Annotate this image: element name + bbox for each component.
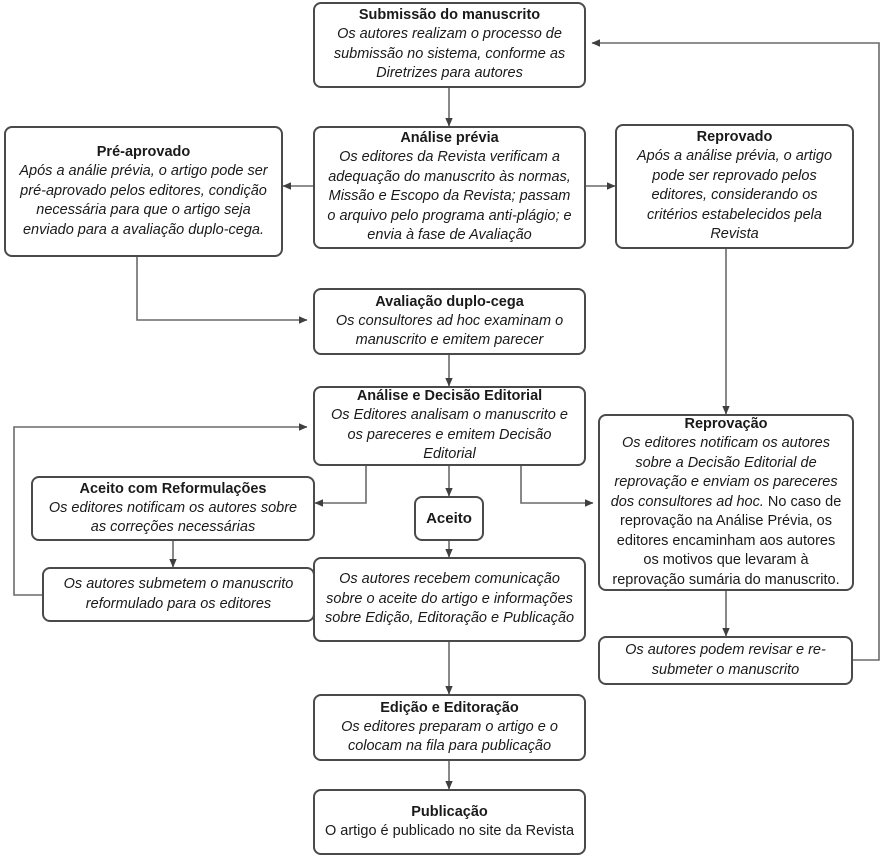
node-pre-aprovado[interactable]: Pré-aprovado Após a análie prévia, o art… bbox=[4, 126, 283, 257]
node-aceito-com-reformulacoes[interactable]: Aceito com Reformulações Os editores not… bbox=[31, 476, 315, 541]
node-body: Os autores recebem comunicação sobre o a… bbox=[324, 571, 575, 627]
node-body: Os autores podem revisar e re-submeter o… bbox=[625, 642, 826, 678]
node-title: Submissão do manuscrito bbox=[358, 7, 541, 24]
node-comunicacao-aceite[interactable]: Os autores recebem comunicação sobre o a… bbox=[313, 557, 586, 642]
node-body: Os editores da Revista verificam a adequ… bbox=[327, 149, 572, 244]
node-title: Análise e Decisão Editorial bbox=[356, 388, 543, 405]
node-title: Reprovação bbox=[684, 416, 768, 432]
node-edicao-e-editoracao[interactable]: Edição e Editoração Os editores preparam… bbox=[313, 694, 586, 761]
node-analise-previa[interactable]: Análise prévia Os editores da Revista ve… bbox=[313, 126, 586, 249]
node-reprovacao[interactable]: Reprovação Os editores notificam os auto… bbox=[598, 414, 854, 591]
node-body: Os autores realizam o processo de submis… bbox=[333, 26, 566, 82]
node-analise-e-decisao-editorial[interactable]: Análise e Decisão Editorial Os Editores … bbox=[313, 386, 586, 466]
node-title: Pré-aprovado bbox=[96, 144, 191, 160]
wire-decisao-reprovacao bbox=[520, 466, 594, 507]
node-revisar-resubmeter[interactable]: Os autores podem revisar e re-submeter o… bbox=[598, 636, 853, 685]
node-title: Aceito com Reformulações bbox=[79, 480, 267, 497]
node-body: Os editores preparam o artigo e o coloca… bbox=[341, 718, 558, 755]
node-body: Os Editores analisam o manuscrito e os p… bbox=[331, 407, 568, 463]
node-body: Os editores notificam os autores sobre a… bbox=[48, 499, 298, 536]
node-title: Análise prévia bbox=[400, 130, 499, 147]
wire-pre-aprovado-avaliacao bbox=[136, 257, 308, 324]
node-title: Avaliação duplo-cega bbox=[375, 293, 524, 310]
node-reprovado[interactable]: Reprovado Após a análise prévia, o artig… bbox=[615, 124, 854, 249]
node-submissao-do-manuscrito[interactable]: Submissão do manuscrito Os autores reali… bbox=[313, 2, 586, 88]
node-body: Os autores submetem o manuscrito reformu… bbox=[63, 576, 294, 612]
node-body: Os editores notificam os autores sobre a… bbox=[608, 434, 844, 590]
node-publicacao[interactable]: Publicação O artigo é publicado no site … bbox=[313, 789, 586, 855]
node-autores-submetem-manuscrito[interactable]: Os autores submetem o manuscrito reformu… bbox=[42, 567, 315, 622]
node-body: Após a análie prévia, o artigo pode ser … bbox=[19, 163, 268, 238]
node-title: Edição e Editoração bbox=[380, 699, 519, 716]
node-body: O artigo é publicado no site da Revista bbox=[324, 822, 575, 839]
node-body: Os consultores ad hoc examinam o manuscr… bbox=[335, 312, 564, 349]
wire-decisao-aceito-reformulacoes bbox=[314, 466, 367, 507]
node-body: Após a análise prévia, o artigo pode ser… bbox=[636, 148, 833, 243]
node-title: Aceito bbox=[426, 510, 472, 527]
node-avaliacao-duplo-cega[interactable]: Avaliação duplo-cega Os consultores ad h… bbox=[313, 288, 586, 355]
node-title: Publicação bbox=[411, 803, 488, 820]
node-aceito[interactable]: Aceito bbox=[414, 496, 484, 541]
node-title: Reprovado bbox=[696, 129, 773, 146]
